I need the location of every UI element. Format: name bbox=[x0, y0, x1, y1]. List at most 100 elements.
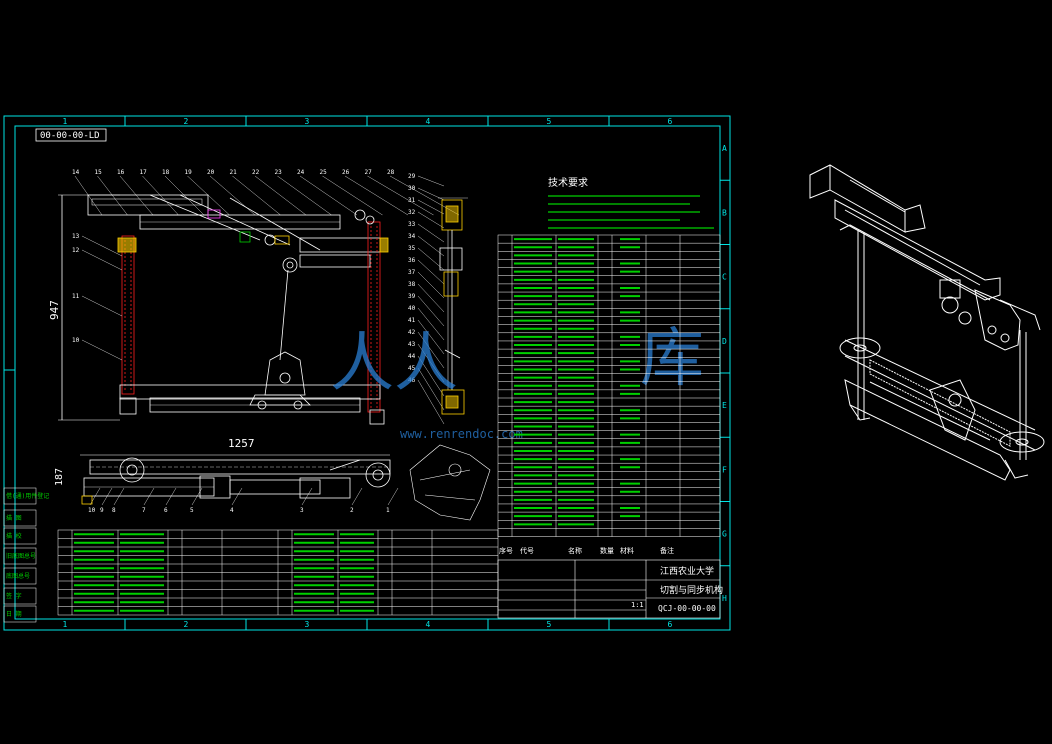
dimension-small: 187 bbox=[54, 468, 65, 486]
leader-line bbox=[417, 283, 445, 313]
stamp-cell bbox=[3, 587, 37, 605]
column-marker: 6 bbox=[668, 620, 673, 629]
callout-number: 20 bbox=[207, 169, 215, 176]
leader-line bbox=[142, 175, 179, 216]
stamp-label: 借(通)用件登记 bbox=[6, 492, 49, 500]
bom-table-right-header: 序号代号名称数量材料备注 bbox=[499, 546, 674, 555]
callout-number: 40 bbox=[408, 305, 416, 312]
callout-number: 39 bbox=[408, 293, 416, 300]
bom-header-cell: 备注 bbox=[660, 546, 674, 555]
column-marker: 2 bbox=[184, 620, 189, 629]
leader-line bbox=[187, 175, 230, 216]
column-marker: 5 bbox=[547, 620, 552, 629]
stamp-label: 底图总号 bbox=[6, 572, 30, 580]
row-marker: G bbox=[722, 530, 727, 539]
leader-line bbox=[301, 487, 313, 506]
watermark-left: 人人 bbox=[330, 327, 458, 401]
callout-number: 43 bbox=[408, 341, 416, 348]
leader-line bbox=[367, 175, 434, 216]
callout-number: 5 bbox=[190, 507, 194, 514]
leader-line bbox=[143, 487, 155, 506]
callout-number: 34 bbox=[408, 233, 416, 240]
column-marker: 4 bbox=[426, 117, 431, 126]
leader-line bbox=[322, 175, 383, 216]
view-code: 00-00-00-LD bbox=[40, 131, 100, 141]
callout-number: 3 bbox=[300, 507, 304, 514]
tech-requirements-title: 技术要求 bbox=[548, 176, 588, 189]
callout-number: 4 bbox=[230, 507, 234, 514]
dimension-width: 1257 bbox=[228, 437, 255, 450]
leader-line bbox=[351, 487, 363, 506]
column-marker: 5 bbox=[547, 117, 552, 126]
callout-number: 28 bbox=[387, 169, 395, 176]
leader-line bbox=[277, 175, 332, 216]
stamp-label: 旧底图总号 bbox=[6, 552, 36, 560]
title-scale: 1:1 bbox=[631, 601, 644, 609]
bom-header-cell: 名称 bbox=[568, 546, 582, 555]
front-view bbox=[58, 194, 389, 425]
leader-line bbox=[74, 175, 103, 216]
callout-number: 26 bbox=[342, 169, 350, 176]
watermark: 人人 库 www.renrendoc.com bbox=[330, 322, 704, 441]
leader-line bbox=[165, 487, 177, 506]
column-marker: 3 bbox=[305, 620, 310, 629]
stamp-cell bbox=[3, 509, 37, 527]
stamp-cell bbox=[3, 547, 37, 565]
callout-number: 33 bbox=[408, 221, 416, 228]
leader-line bbox=[232, 175, 281, 216]
callout-number: 1 bbox=[386, 507, 390, 514]
callout-number: 25 bbox=[320, 169, 328, 176]
bom-header-cell: 数量 bbox=[600, 546, 614, 555]
row-marker: B bbox=[722, 208, 727, 217]
leader-line bbox=[417, 175, 445, 187]
leader-line bbox=[417, 319, 445, 355]
leader-line bbox=[417, 259, 445, 285]
stamp-cell bbox=[3, 487, 37, 505]
bom-frame bbox=[497, 234, 721, 537]
leader-line bbox=[417, 307, 445, 341]
stamp-label: 日 期 bbox=[6, 610, 22, 618]
bom-table-right bbox=[497, 234, 721, 537]
column-marker: 2 bbox=[184, 117, 189, 126]
callout-number: 11 bbox=[72, 293, 80, 300]
leader-line bbox=[387, 487, 399, 506]
stamp-label: 签 字 bbox=[6, 592, 22, 600]
leader-line bbox=[81, 339, 123, 361]
callout-number: 10 bbox=[88, 507, 96, 514]
callout-number: 21 bbox=[230, 169, 238, 176]
row-marker: D bbox=[722, 337, 727, 346]
leader-line bbox=[164, 175, 205, 216]
callout-number: 46 bbox=[408, 377, 416, 384]
leader-line bbox=[417, 223, 445, 243]
callout-number: 31 bbox=[408, 197, 416, 204]
leader-line bbox=[81, 235, 123, 257]
leader-line bbox=[254, 175, 307, 216]
leader-line bbox=[299, 175, 358, 216]
row-marker: H bbox=[722, 594, 727, 603]
bom-header-cell: 序号 bbox=[499, 546, 513, 555]
view-code-box: 00-00-00-LD bbox=[35, 128, 107, 142]
leader-line bbox=[417, 295, 445, 327]
callout-number: 42 bbox=[408, 329, 416, 336]
row-marker: F bbox=[722, 465, 727, 474]
bom-header-cell: 材料 bbox=[620, 546, 634, 555]
dimension-height: 947 bbox=[48, 300, 61, 320]
leader-line bbox=[81, 295, 123, 317]
leader-line bbox=[231, 487, 243, 506]
leader-line bbox=[417, 367, 445, 411]
callout-number: 15 bbox=[95, 169, 103, 176]
callout-number: 17 bbox=[140, 169, 148, 176]
callout-number: 8 bbox=[112, 507, 116, 514]
column-marker: 6 bbox=[668, 117, 673, 126]
callout-number: 38 bbox=[408, 281, 416, 288]
leader-line bbox=[81, 249, 123, 271]
callout-number: 24 bbox=[297, 169, 305, 176]
callout-number: 27 bbox=[365, 169, 373, 176]
